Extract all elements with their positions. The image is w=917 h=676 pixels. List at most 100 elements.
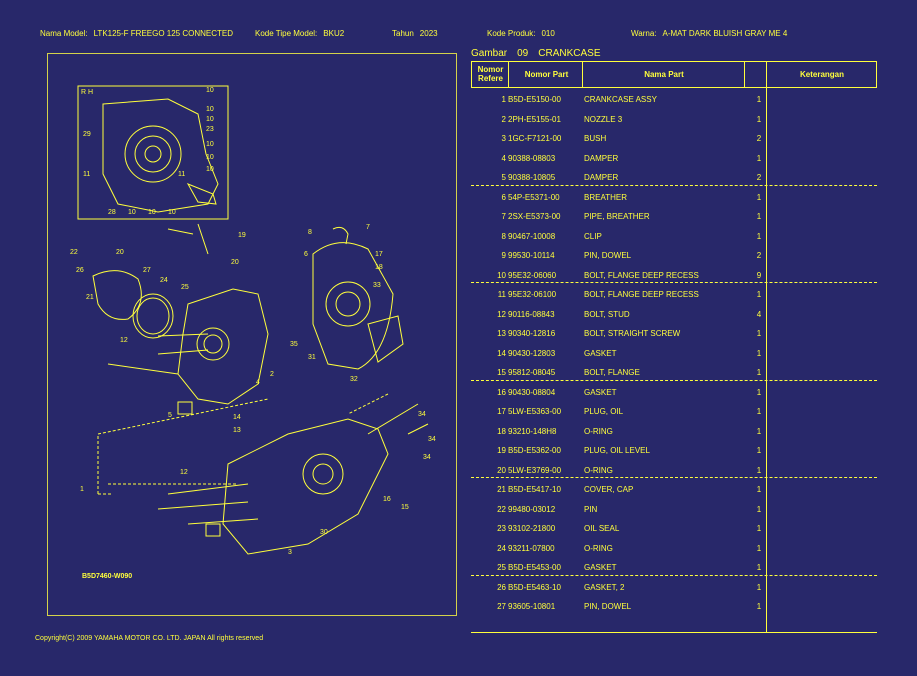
quantity: 1 — [756, 368, 762, 377]
quantity: 1 — [756, 582, 762, 592]
table-divider — [582, 62, 583, 88]
quantity: 1 — [756, 348, 762, 358]
year-label: Tahun — [392, 29, 414, 38]
callout-label: 31 — [308, 354, 316, 361]
callout-label: 32 — [350, 376, 358, 383]
ref-number: 4 — [501, 153, 506, 163]
model-value: LTK125-F FREEGO 125 CONNECTED — [93, 29, 234, 38]
callout-label: 27 — [143, 267, 151, 274]
section-name: CRANKCASE — [538, 48, 601, 59]
ref-number: 1 — [501, 95, 506, 104]
part-number: 90430-12803 — [508, 348, 556, 358]
callout-label: 5 — [168, 412, 172, 419]
callout-label: 26 — [76, 267, 84, 274]
model-name: Nama Model: LTK125-F FREEGO 125 CONNECTED — [40, 29, 233, 38]
callout-label: 13 — [233, 427, 241, 434]
table-divider — [766, 62, 767, 632]
part-number: 5LW-E5363-00 — [508, 407, 562, 416]
callout-label: 15 — [401, 504, 409, 511]
part-name: OIL SEAL — [584, 524, 620, 533]
quantity: 9 — [756, 270, 762, 280]
part-number: 93211-07800 — [508, 543, 555, 553]
product-label: Kode Produk: — [487, 29, 536, 38]
part-name: BUSH — [584, 134, 607, 143]
callout-label: 7 — [366, 224, 370, 231]
ref-number: 13 — [497, 329, 506, 338]
col-part-header: Nomor Part — [524, 69, 569, 79]
ref-number: 24 — [497, 543, 506, 553]
quantity: 1 — [756, 407, 762, 416]
callout-label: 20 — [116, 249, 124, 256]
section-divider — [471, 61, 877, 62]
part-number: 90430-08804 — [508, 387, 556, 397]
model-label: Nama Model: — [40, 29, 88, 38]
quantity: 4 — [756, 309, 762, 319]
color-value: A-MAT DARK BLUISH GRAY ME 4 — [662, 29, 788, 38]
part-name: COVER, CAP — [584, 485, 634, 494]
ref-number: 25 — [497, 563, 506, 572]
ref-number: 11 — [497, 290, 506, 299]
quantity: 1 — [756, 446, 762, 455]
callout-label: 29 — [83, 131, 91, 138]
callout-label: 14 — [233, 414, 241, 421]
quantity: 1 — [756, 329, 762, 338]
part-name: BOLT, STUD — [584, 309, 630, 319]
part-number: 95E32-06060 — [508, 270, 557, 280]
part-number: 93210-148H8 — [508, 426, 557, 436]
quantity: 2 — [756, 173, 762, 182]
callout-label: 10 — [206, 141, 214, 148]
callout-label: 34 — [418, 411, 426, 418]
quantity: 1 — [756, 504, 762, 514]
part-number: 90116-08843 — [508, 309, 555, 319]
callout-label: 10 — [168, 209, 176, 216]
part-name: DAMPER — [584, 173, 619, 182]
ref-number: 8 — [501, 231, 506, 241]
section-number: 09 — [517, 48, 529, 59]
ref-number: 19 — [497, 446, 506, 455]
color-label: Warna: — [631, 29, 657, 38]
callout-label: 10 — [206, 87, 214, 94]
part-number: 90388-08803 — [508, 153, 556, 163]
ref-number: 5 — [501, 173, 506, 182]
section-label: Gambar — [471, 48, 508, 59]
ref-number: 20 — [497, 465, 506, 475]
callout-label: 3 — [288, 549, 292, 556]
quantity: 1 — [756, 602, 762, 611]
product-code: Kode Produk:010 — [487, 29, 555, 38]
color: Warna: A-MAT DARK BLUISH GRAY ME 4 — [631, 29, 787, 38]
callout-label: 11 — [83, 171, 90, 178]
part-name: BOLT, FLANGE DEEP RECESS — [584, 270, 699, 280]
table-divider — [744, 62, 745, 88]
part-name: DAMPER — [584, 153, 619, 163]
part-number: B5D-E5150-00 — [508, 95, 561, 104]
quantity: 1 — [756, 543, 762, 553]
